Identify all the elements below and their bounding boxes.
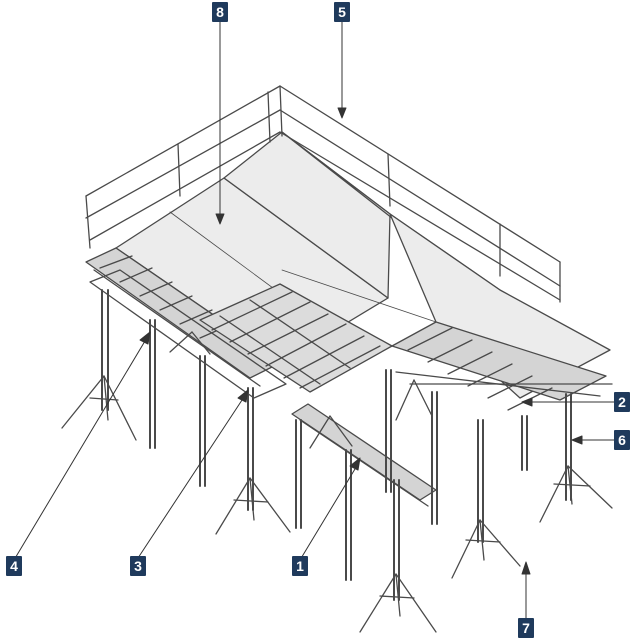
label-tripod-left: 4 (6, 556, 22, 576)
leader-lines (13, 21, 615, 621)
label-beam: 2 (614, 392, 630, 412)
label-slab-panel: 8 (212, 2, 228, 22)
main-beam (291, 403, 437, 507)
open-joists (85, 247, 613, 411)
guardrail (85, 85, 561, 303)
label-prop: 6 (614, 430, 630, 450)
label-head-fork: 3 (130, 556, 146, 576)
label-tripod-right: 7 (518, 618, 534, 638)
label-guardrail: 5 (334, 2, 350, 22)
tripods (61, 331, 613, 633)
label-main-beam: 1 (292, 556, 308, 576)
props (101, 289, 572, 601)
